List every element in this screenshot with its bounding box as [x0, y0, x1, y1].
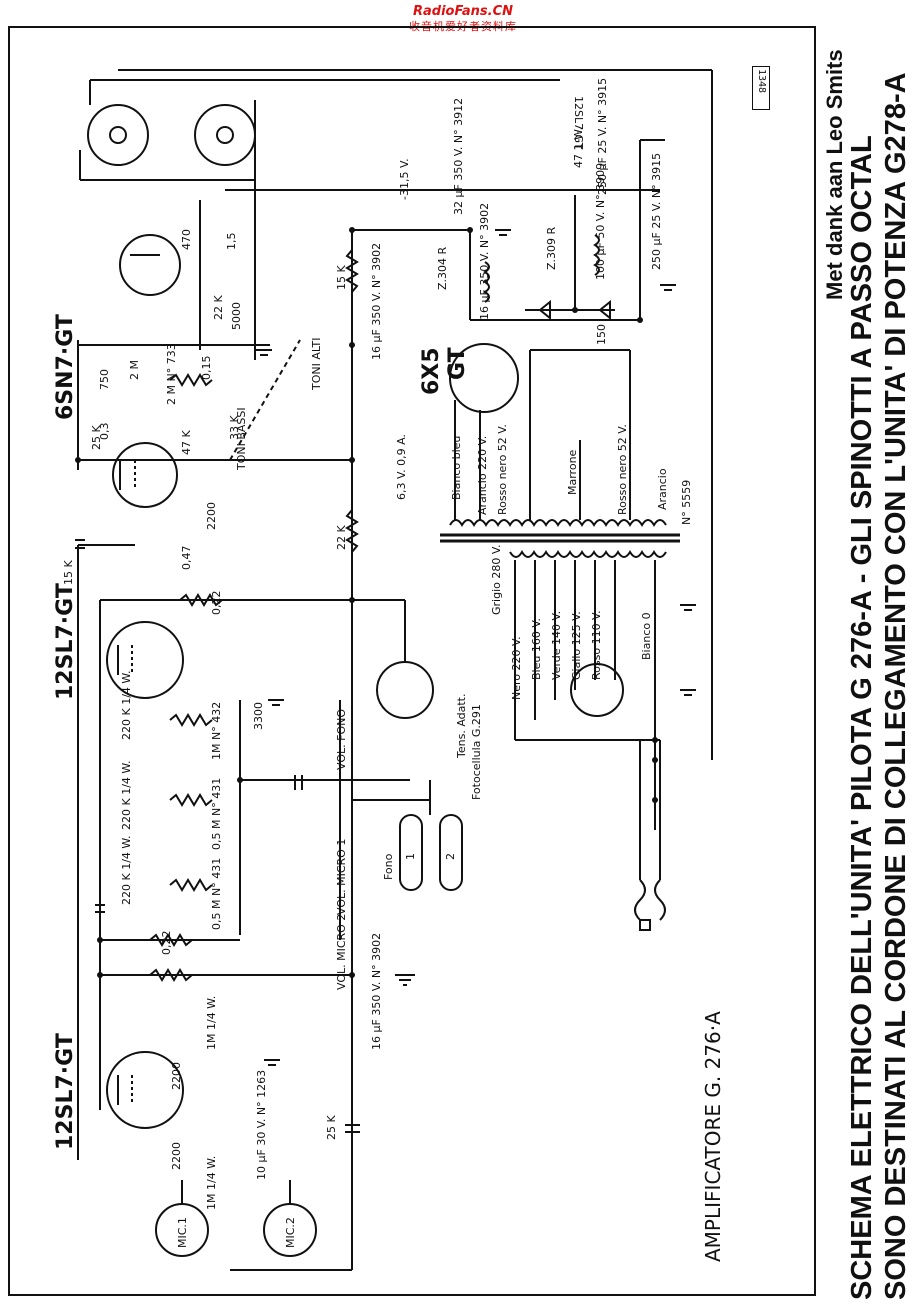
- res-220k-a: 220 K 1/4 W.: [120, 670, 133, 740]
- res-22k: 22 K: [212, 295, 225, 320]
- cap-3300: 3300: [252, 702, 265, 730]
- primary-tap-7: Bianco 0: [640, 612, 653, 660]
- choke-z304-label: Z.304 R: [436, 246, 449, 290]
- res-1m-b: 1M 1/4 W.: [205, 1156, 218, 1210]
- secondary-wire-2: Arancio 220 V.: [476, 436, 489, 515]
- primary-tap-4: Verde 140 V.: [550, 611, 563, 680]
- resistor-150-label: 150: [595, 324, 608, 345]
- cap-16uf-a: 16 µF 350 V. N° 3902: [370, 933, 383, 1050]
- toni-alti-label: TONI ALTI: [310, 338, 323, 391]
- fono-input-label: Fono: [382, 853, 395, 880]
- res-2200-a: 2200: [170, 1062, 183, 1090]
- input-1-label: 1: [404, 853, 417, 860]
- res-220k-b: 220 K 1/4 W.: [120, 760, 133, 830]
- primary-tap-1: Grigio 280 V.: [490, 545, 503, 615]
- res-220k-c: 220 K 1/4 W.: [120, 835, 133, 905]
- tube-label-v2: 12SL7·GT: [53, 583, 78, 700]
- tube-label-v3: 6SN7·GT: [53, 314, 78, 420]
- res-2200-b: 2200: [170, 1142, 183, 1170]
- pot-1m: 1M N° 432: [210, 702, 223, 760]
- secondary-wire-5: Rosso nero 52 V.: [616, 424, 629, 515]
- primary-tap-3: Bleu 160 V.: [530, 618, 543, 680]
- cap-250uf-b: 250 µF 25 V. N° 3915: [650, 153, 663, 270]
- primary-tap-2: Nero 220 V.: [510, 636, 523, 700]
- res-022-b: 0,22: [160, 931, 173, 956]
- tube-ref-label: 12SL7-GT: [572, 96, 585, 150]
- tube-label-v1: 12SL7·GT: [53, 1033, 78, 1150]
- heater-label: 6,3 V. 0,9 A.: [395, 434, 408, 500]
- cap-5000: 5000: [230, 302, 243, 330]
- cap-100uf: 100 µF 50 V. N° 3909: [594, 163, 607, 280]
- resistor-47-label: 47 1 W.: [572, 127, 585, 168]
- secondary-wire-3: Rosso nero 52 V.: [496, 424, 509, 515]
- res-047: 0,47: [180, 546, 193, 571]
- mic2-label: MIC.2: [284, 1217, 297, 1248]
- tens-adatt-label: Tens. Adatt.: [455, 694, 468, 760]
- res-03: 0,3: [98, 423, 111, 441]
- vol-micro1-label: VOL. MICRO 1: [335, 839, 348, 915]
- cap-750: 750: [98, 369, 111, 390]
- res-2m: 2 M: [128, 360, 141, 380]
- primary-tap-6: Rosso 110 V.: [590, 610, 603, 680]
- drawing-frame: [8, 26, 816, 1296]
- transformer-number: N° 5559: [680, 480, 693, 525]
- res-015: 0,15: [200, 356, 213, 381]
- tube-label-v4: 6X5: [419, 347, 444, 395]
- fotocellula-label: Fotocellula G.291: [470, 704, 483, 800]
- res-022-a: 0,22: [210, 591, 223, 616]
- res-1-5: 1,5: [225, 233, 238, 251]
- cap-250uf-a: 250 µF 25 V. N° 3915: [596, 78, 609, 195]
- cap-10uf: 10 µF 30 V. N° 1263: [255, 1070, 268, 1180]
- cap-16uf-c: 16 µF 350 V. N° 3902: [478, 203, 491, 320]
- cap-32uf: 32 µF 350 V. N° 3912: [452, 98, 465, 215]
- input-2-label: 2: [444, 853, 457, 860]
- cap-16uf-b: 16 µF 350 V. N° 3902: [370, 243, 383, 360]
- mic1-label: MIC.1: [176, 1217, 189, 1248]
- primary-tap-5: Giallo 125 V.: [570, 611, 583, 680]
- stamp-number: 1348: [752, 66, 770, 110]
- choke-z309-label: Z.309 R: [545, 226, 558, 270]
- minus-voltage-label: -31,5 V.: [398, 158, 411, 200]
- res-22k-main: 22 K: [335, 525, 348, 550]
- pot-2m: 2 M N° 733: [165, 343, 178, 405]
- tube-label-v4b: GT: [445, 347, 470, 380]
- res-15k: 15 K: [335, 265, 348, 290]
- res-47k: 47 K: [180, 430, 193, 455]
- toni-bassi-label: TONI BASSI: [235, 407, 248, 471]
- secondary-wire-1: Bianco bleu: [450, 436, 463, 500]
- watermark-site: RadioFans.CN: [413, 4, 513, 19]
- res-470: 470: [180, 229, 193, 250]
- secondary-wire-4: Marrone: [566, 449, 579, 495]
- cap-25k: 25 K: [325, 1115, 338, 1140]
- secondary-wire-6: Arancio: [656, 468, 669, 510]
- res-1m-a: 1M 1/4 W.: [205, 996, 218, 1050]
- vol-fono-label: VOL. FONO: [335, 709, 348, 770]
- cap-15k: 15 K: [62, 560, 75, 585]
- res-25k: 25 K: [90, 425, 103, 450]
- res-2200-c: 2200: [205, 502, 218, 530]
- vol-micro2-label: VOL. MICRO 2: [335, 914, 348, 990]
- amplifier-label: AMPLIFICATORE G. 276·A: [701, 1011, 725, 1262]
- res-33k: 33 K: [228, 415, 241, 440]
- pot-05m-b: 0,5 M N° 431: [210, 858, 223, 930]
- pot-05m-a: 0,5 M N° 431: [210, 778, 223, 850]
